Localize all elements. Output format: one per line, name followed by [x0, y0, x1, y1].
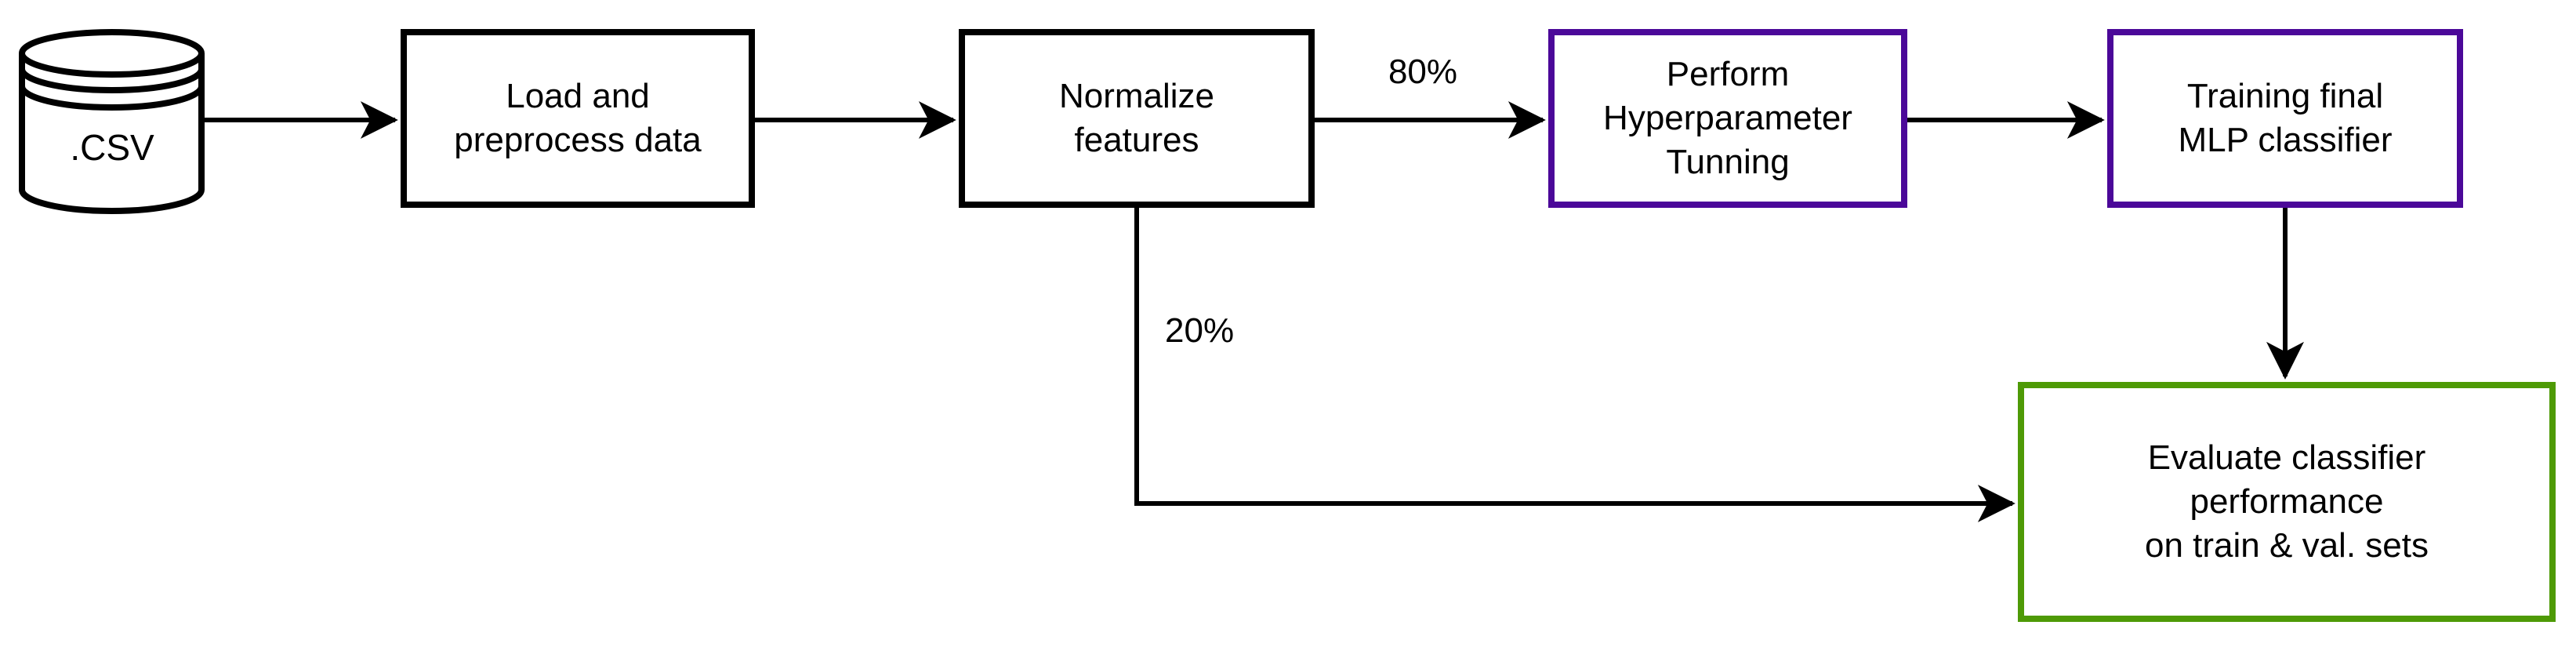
node-label-line: Perform [1666, 55, 1790, 93]
database-cylinder-icon [19, 29, 205, 214]
node-evaluate-classifier: Evaluate classifier performance on train… [2018, 382, 2556, 622]
node-normalize-features: Normalize features [959, 29, 1315, 208]
node-load-preprocess-data: Load and preprocess data [401, 29, 755, 208]
node-label-line: Load and [506, 77, 650, 115]
node-training-final-mlp: Training final MLP classifier [2107, 29, 2463, 208]
node-label-line: Hyperparameter [1603, 99, 1852, 137]
node-label-line: Evaluate classifier [2147, 438, 2426, 477]
node-label-line: on train & val. sets [2145, 526, 2429, 565]
node-label-line: performance [2190, 482, 2384, 521]
train-split-percentage-label: 80% [1388, 53, 1458, 91]
node-label-line: Normalize [1058, 77, 1215, 115]
validation-split-percentage-label: 20% [1165, 311, 1235, 350]
node-label-line: Training final [2186, 77, 2384, 115]
node-hyperparameter-tuning: Perform Hyperparameter Tunning [1548, 29, 1907, 208]
csv-database-label: .CSV [70, 127, 154, 168]
node-label-line: features [1074, 121, 1199, 159]
node-label-line: Tunning [1666, 143, 1790, 181]
node-label-line: preprocess data [454, 121, 702, 159]
node-label-line: MLP classifier [2178, 121, 2393, 159]
edge-normalize-to-evaluate [1134, 208, 2015, 522]
